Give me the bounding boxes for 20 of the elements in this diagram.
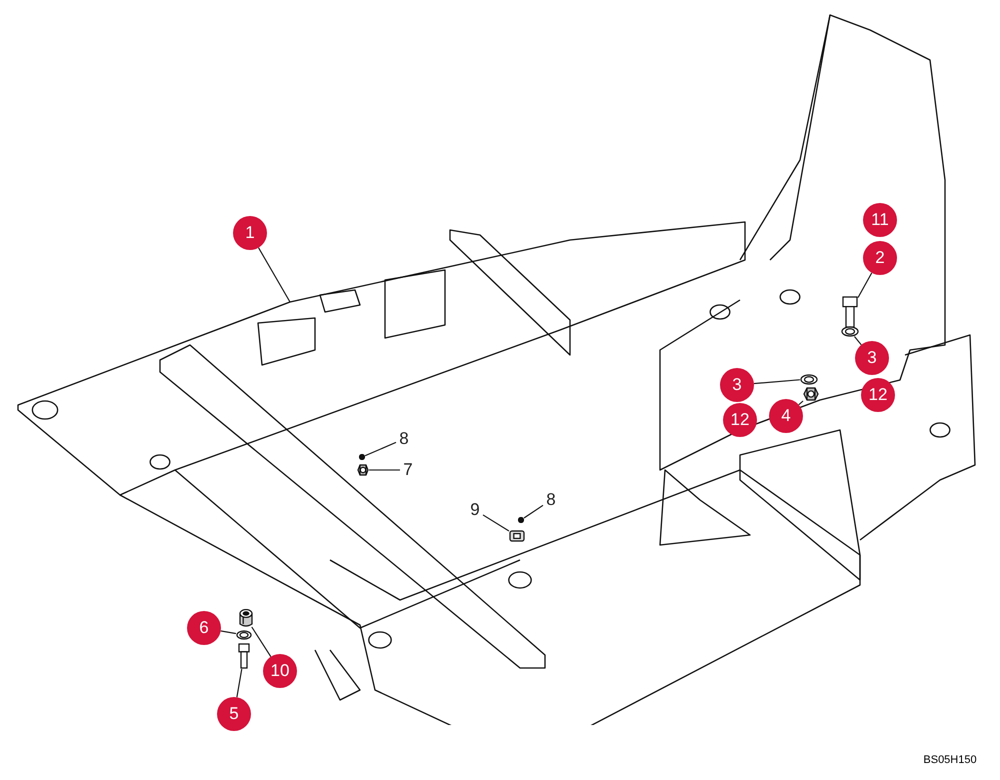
- leader-line: [482, 514, 510, 532]
- leader-line: [858, 272, 872, 298]
- part-number: 8: [543, 490, 559, 510]
- leader-line: [220, 630, 236, 634]
- part-number: 9: [467, 500, 483, 520]
- leader-line: [798, 400, 804, 406]
- leader-line: [258, 247, 290, 302]
- leader-line: [754, 379, 800, 384]
- leader-line: [369, 469, 400, 471]
- leader-line: [364, 442, 396, 456]
- callout-number: 11: [863, 203, 897, 237]
- drawing-code: BS05H150: [922, 754, 978, 766]
- leader-line: [251, 626, 272, 657]
- leader-line: [236, 668, 242, 698]
- leader-line: [854, 336, 862, 346]
- part-number: 8: [396, 429, 412, 449]
- callout-number: 12: [861, 378, 895, 412]
- leader-line: [524, 504, 544, 518]
- callout-number: 12: [723, 403, 757, 437]
- part-number: 7: [400, 460, 416, 480]
